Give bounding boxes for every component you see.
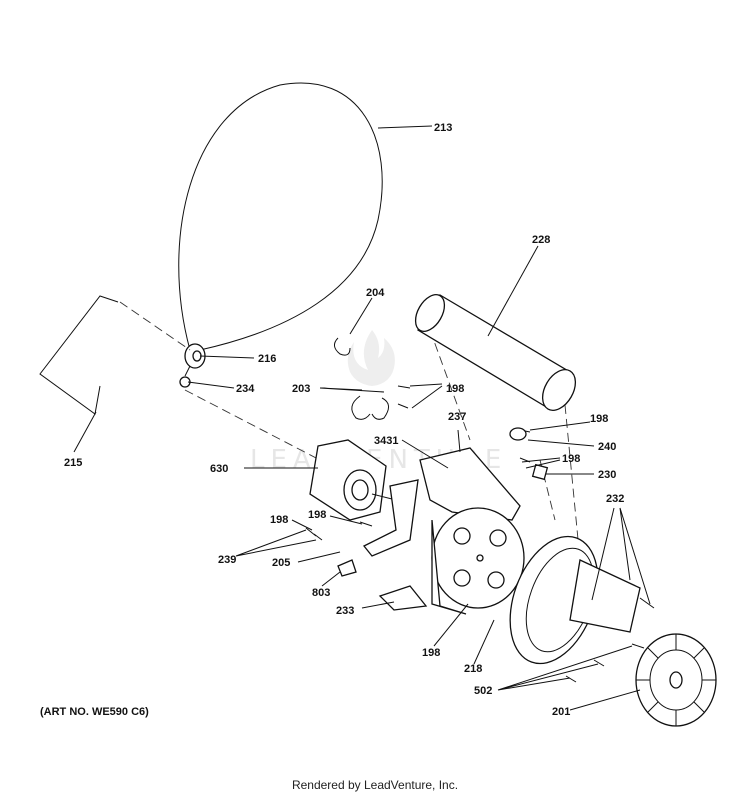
label-239: 239 [218,554,236,566]
label-234: 234 [236,383,255,395]
clip-203a [351,395,371,420]
label-3431: 3431 [374,435,398,447]
heater-drum [414,294,577,411]
label-502: 502 [474,685,492,697]
idler-arm [39,295,119,415]
alignment-dashes [119,301,581,561]
label-204: 204 [366,287,385,299]
label-233: 233 [336,605,354,617]
fuse-230 [531,463,549,481]
label-198c: 198 [562,453,580,465]
label-198d: 198 [308,509,326,521]
label-198e: 198 [270,514,288,526]
label-198b: 198 [590,413,608,425]
label-215: 215 [64,457,82,469]
label-232: 232 [606,493,624,505]
sensor-803 [337,559,357,577]
label-230: 230 [598,469,616,481]
base-bracket [378,585,428,611]
drive-belt [178,82,383,351]
label-213: 213 [434,122,452,134]
motor-bracket [362,479,419,557]
blower-wheel [635,633,717,727]
label-203: 203 [292,383,310,395]
clip-204 [334,337,351,356]
art-number: (ART NO. WE590 C6) [40,706,149,718]
label-205: 205 [272,557,290,569]
label-216: 216 [258,353,276,365]
label-198a: 198 [446,383,464,395]
idler-pulley [179,343,206,388]
label-237: 237 [448,411,466,423]
thermostat-240 [509,427,527,441]
label-218: 218 [464,663,482,675]
render-credit: Rendered by LeadVenture, Inc. [291,778,459,792]
motor [309,439,397,521]
clip-203b [371,397,389,420]
label-201: 201 [552,706,570,718]
fan-housing [509,535,641,665]
label-803: 803 [312,587,330,599]
callout-labels: 213 228 204 216 234 203 198 198 215 237 … [64,122,624,718]
label-228: 228 [532,234,550,246]
blower-housing [431,507,525,615]
label-198f: 198 [422,647,440,659]
label-630: 630 [210,463,228,475]
label-240: 240 [598,441,616,453]
leader-lines [73,125,651,711]
